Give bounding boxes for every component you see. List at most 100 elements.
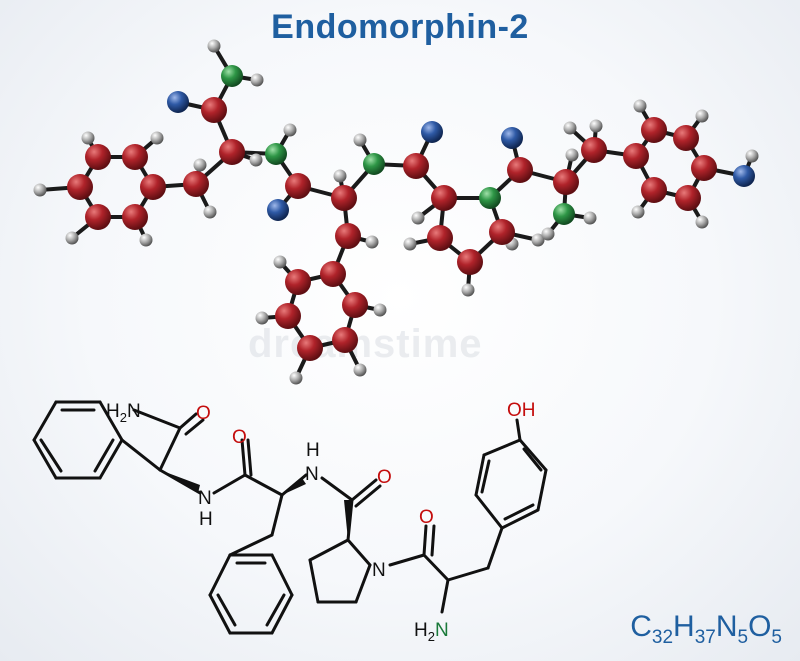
carbonyl-o-2-label: O [377,467,392,488]
hydrogen-atom [373,303,387,317]
carbon-atom [285,173,311,199]
skeletal-bond [320,476,354,502]
oxygen-atom [267,199,289,221]
hydrogen-atom [289,371,303,385]
oxygen-atom [421,121,443,143]
skeletal-bond [243,473,284,497]
formula-element-h: H [673,610,695,643]
carbon-atom [201,97,227,123]
skeletal-bond [474,453,486,497]
wedge-bond [282,478,306,495]
skeletal-bond [132,408,182,430]
hydrogen-atom [203,205,217,219]
hydrogen-atom [695,215,709,229]
skeletal-bonds [32,400,548,635]
skeletal-bond [308,558,320,604]
carbon-atom [431,185,457,211]
hydrogen-atom [353,363,367,377]
formula-element-n: N [715,610,738,643]
carbon-atom [320,261,346,287]
skeletal-bond [270,553,294,597]
nitrogen-atom [363,153,385,175]
skeletal-bond [308,538,350,562]
wedge-bond [160,470,200,493]
watermark: dreamstime [248,322,483,366]
carbon-atom [183,171,209,197]
hydrogen-atom [541,227,555,241]
carbon-atom [85,204,111,230]
hydrogen-atom [565,148,579,162]
carbon-atom [140,174,166,200]
hydrogen-atom [461,283,475,297]
carbonyl-o-3-label: O [419,507,434,528]
carbon-atom [122,204,148,230]
molecule-title: Endomorphin-2 [271,8,529,46]
carbon-atom [675,185,701,211]
skeletal-bond [486,526,504,570]
hydrogen-atom [250,73,264,87]
skeletal-bond [422,553,450,582]
skeletal-bond [350,478,378,502]
skeletal-bond [212,473,247,495]
skeletal-bond [32,438,58,480]
carbon-atom [641,177,667,203]
skeletal-bond [270,493,284,537]
skeletal-bond [216,593,237,627]
skeletal-bond [522,447,543,472]
carbon-atom [122,144,148,170]
oxygen-atom [501,127,523,149]
skeletal-bond [500,508,540,530]
skeletal-bond [32,400,58,442]
skeletal-bond [158,426,182,472]
skeletal-bond [354,484,382,508]
carbon-atom [553,169,579,195]
amide-nh-2-label: N [305,464,319,485]
skeletal-bond [208,593,232,635]
amide-nh-2-h-label: H [306,440,320,461]
carbon-atom [219,139,245,165]
hydroxyl-oh-label: OH [507,400,536,421]
carbon-atom [673,125,699,151]
skeletal-bond [422,524,428,557]
skeletal-bond [446,566,490,582]
skeletal-bond [178,412,198,430]
carbon-atom [507,157,533,183]
hydrogen-atom [207,39,221,53]
molecular-formula: C32H37N5O5 [630,610,782,649]
hydrogen-atom [403,237,417,251]
skeletal-bond [240,438,247,477]
hydrogen-atom [333,169,347,183]
hydrogen-atom [589,119,603,133]
skeletal-bond [474,493,504,530]
amide-nh-1-label: N [198,488,212,509]
carbon-atom [275,303,301,329]
skeletal-bond [536,468,548,512]
hydrogen-atom [255,311,269,325]
skeletal-bond [388,553,426,567]
hydrogen-atom [633,99,647,113]
skeletal-bond [120,438,162,472]
proline-n-label: N [372,560,386,581]
nitrogen-atom [221,65,243,87]
skeletal-bond [503,503,535,521]
skeletal-bond [93,438,115,473]
carbon-atom [342,292,368,318]
hydrogen-atom [411,211,425,225]
hydrogen-atom [365,235,379,249]
hydrogen-atom [745,149,759,163]
hydrogen-atom [631,205,645,219]
hydrogen-atom [695,109,709,123]
hydrogen-atom [65,231,79,245]
carbon-atom [332,327,358,353]
skeletal-bond [208,553,232,597]
hydrogen-atom [150,131,164,145]
oxygen-atom [733,165,755,187]
skeletal-bond [184,418,205,436]
carbon-atom [67,174,93,200]
skeletal-bond [265,593,286,627]
amine-h2n-label: H2N [414,620,449,644]
carbon-atom [641,117,667,143]
hydrogen-atom [283,123,297,137]
